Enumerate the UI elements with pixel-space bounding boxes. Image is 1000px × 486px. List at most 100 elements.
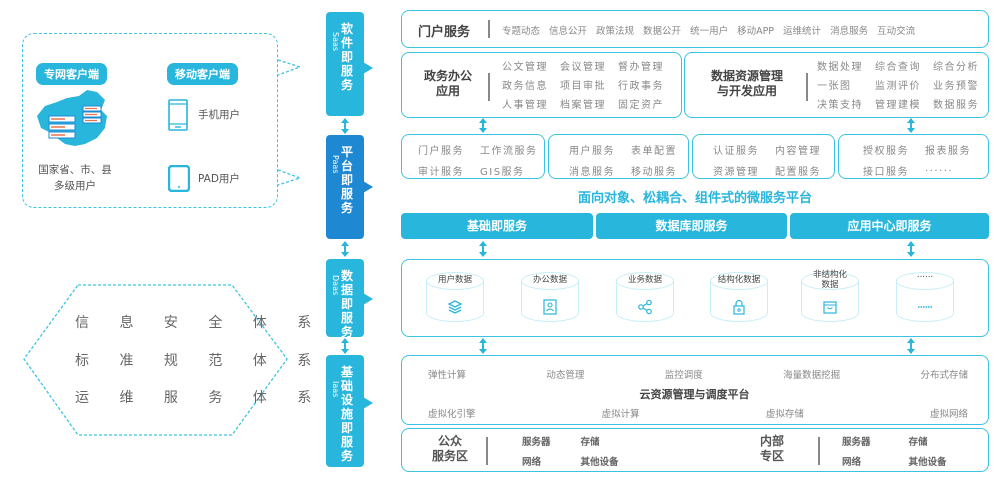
cylinder-body: [616, 280, 674, 322]
paas-group-3: 认证服务内容管理资源管理配置服务: [692, 134, 835, 179]
data-dev-item: 数据服务: [933, 100, 979, 111]
layer-paas[interactable]: 平台即服务 Paas: [326, 135, 373, 239]
data-store-cylinder[interactable]: 用户数据: [426, 272, 484, 324]
portal-item: 数据公开: [643, 26, 682, 37]
tablet-icon: [168, 165, 190, 192]
mobile-client-badge: 移动客户端: [167, 63, 238, 85]
data-dev-item: 综合查询: [875, 62, 921, 73]
cylinder-body: [896, 280, 954, 322]
layer-saas-cn: 软件即服务: [340, 22, 353, 92]
iaas-capability: 海量数据挖掘: [783, 370, 841, 381]
paas-service-item: 工作流服务: [480, 146, 538, 157]
layer-saas[interactable]: 软件即服务 Saas: [326, 12, 373, 116]
layers-icon: [447, 300, 463, 314]
gov-office-title: 政务办公 应用: [418, 69, 478, 99]
title-line-2: 应用: [435, 84, 460, 98]
data-store-cylinder[interactable]: 办公数据: [521, 272, 579, 324]
china-map-server-icon: [37, 90, 107, 146]
layer-paas-en: Paas: [331, 155, 340, 174]
base-as-a-service-bar[interactable]: 基础即服务: [401, 213, 593, 239]
paas-group-items: 认证服务内容管理资源管理配置服务: [713, 142, 821, 178]
data-dev-item: 决策支持: [817, 100, 863, 111]
paas-daas-link-right: [907, 241, 915, 257]
iaas-virtualization: 虚拟化引擎: [428, 409, 476, 420]
zones-box: 公众 服务区 服务器存储网络其他设备 内部 专区 服务器存储网络其他设备: [401, 428, 989, 472]
zone-device: 其他设备: [908, 457, 947, 468]
divider: [488, 20, 490, 38]
iaas-top-row: 弹性计算动态管理监控调度海量数据挖掘分布式存储: [428, 367, 968, 381]
dedicated-users-label: 国家省、市、县 多级用户: [30, 162, 120, 194]
info-security-system: 信 息 安 全 体 系: [75, 315, 325, 331]
data-dev-item: 监测评价: [875, 81, 921, 92]
paas-service-item: 内容管理: [775, 146, 821, 157]
portal-title: 门户服务: [418, 25, 471, 40]
client-panel: [22, 33, 278, 208]
cylinder-top: [521, 272, 579, 290]
server-stack-left: [48, 115, 76, 139]
data-store-cylinder[interactable]: 结构化数据: [710, 272, 768, 324]
data-dev-title: 数据资源管理 与开发应用: [693, 69, 801, 99]
portal-item: 政策法规: [596, 26, 635, 37]
data-store-label: 用户数据: [437, 275, 472, 285]
portal-item: 运维统计: [783, 26, 822, 37]
paas-service-item: 门户服务: [418, 146, 464, 157]
paas-service-item: 表单配置: [631, 146, 677, 157]
data-store-cylinder[interactable]: ......: [896, 270, 954, 324]
title-line-2: 与开发应用: [716, 84, 777, 98]
data-store-cylinder[interactable]: 业务数据: [616, 272, 674, 324]
office-item: 行政事务: [618, 81, 664, 92]
users-line-1: 国家省、市、县: [38, 164, 112, 176]
paas-group-items: 授权服务报表服务接口服务......: [863, 142, 975, 178]
iaas-virtualization: 虚拟计算: [601, 409, 640, 420]
title-line-1: 公众: [437, 434, 462, 448]
saas-paas-link-left: [479, 118, 487, 133]
paas-service-item: 用户服务: [569, 146, 615, 157]
cylinder-top: [801, 272, 859, 290]
bag-icon: [823, 301, 837, 314]
iaas-virtualization: 虚拟网络: [929, 409, 968, 420]
paas-service-item: 消息服务: [569, 167, 615, 178]
data-dev-items: 数据处理综合查询综合分析一张图监测评价业务预警决策支持管理建模数据服务: [817, 58, 979, 111]
iaas-capability: 监控调度: [664, 370, 703, 381]
zone-device: 网络: [842, 457, 862, 468]
data-store-cylinder[interactable]: 非结构化数据: [801, 270, 859, 324]
app-center-as-a-service-bar[interactable]: 应用中心即服务: [790, 213, 989, 239]
cloud-platform-title: 云资源管理与调度平台: [639, 388, 750, 401]
lock-icon: [733, 299, 745, 315]
share-nodes-icon: [638, 299, 652, 315]
saas-paas-arrow: [341, 118, 349, 134]
layer-iaas[interactable]: 基础设施即服务 Iaas: [326, 355, 373, 467]
cylinder-body: [521, 280, 579, 322]
microservice-platform-title: 面向对象、松耦合、组件式的微服务平台: [577, 191, 812, 206]
data-store-label: 结构化数据: [717, 275, 761, 285]
cylinder-body: [801, 280, 859, 322]
zone-device: 服务器: [842, 437, 871, 448]
data-dev-item: 业务预警: [933, 81, 979, 92]
paas-service-item: GIS服务: [480, 167, 525, 178]
title-line-2: 服务区: [431, 449, 468, 463]
office-item: 项目审批: [560, 81, 606, 92]
title-line-1: 政务办公: [423, 69, 472, 83]
internal-zone-title: 内部 专区: [742, 434, 802, 464]
portal-item: 专题动态: [502, 26, 541, 37]
cylinder-body: [426, 280, 484, 322]
office-item: 政务信息: [502, 81, 548, 92]
paas-service-item: 授权服务: [863, 146, 909, 157]
data-dev-box: 数据资源管理 与开发应用 数据处理综合查询综合分析一张图监测评价业务预警决策支持…: [684, 52, 989, 118]
data-store-label: 非结构化数据: [812, 270, 847, 290]
layer-daas[interactable]: 数据即服务 Daas: [326, 259, 373, 339]
paas-daas-arrow: [341, 241, 349, 257]
data-dev-item: 管理建模: [875, 100, 921, 111]
title-line-1: 内部: [759, 434, 784, 448]
paas-daas-link-left: [479, 241, 487, 257]
pad-user-label: PAD用户: [198, 173, 240, 185]
divider: [486, 437, 488, 465]
database-as-a-service-bar[interactable]: 数据库即服务: [596, 213, 787, 239]
divider: [488, 73, 490, 101]
cylinder-top: [616, 272, 674, 290]
office-item: 督办管理: [618, 62, 664, 73]
office-item: 档案管理: [560, 100, 606, 111]
